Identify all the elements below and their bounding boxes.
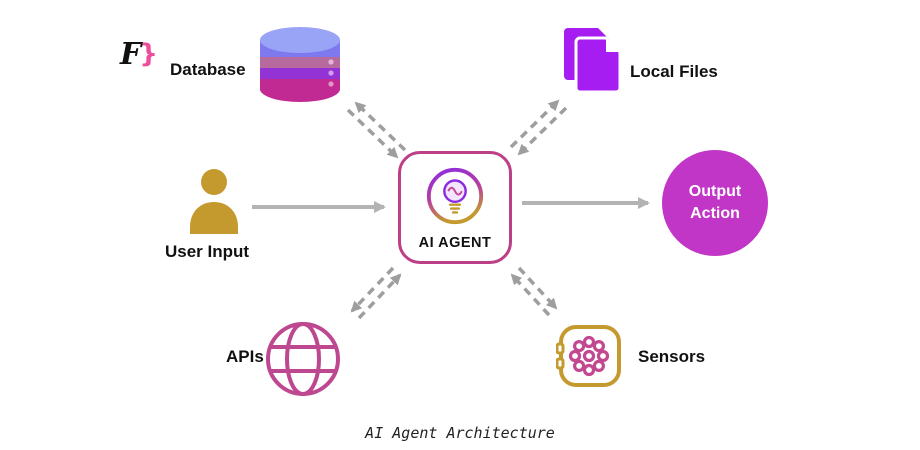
apis-label: APIs: [226, 347, 264, 366]
output-action-node: Output Action: [662, 150, 768, 256]
ai-agent-label: AI AGENT: [418, 234, 492, 251]
dashed-arrow-agent-to-database: [354, 101, 407, 152]
apis-globe-icon: [263, 319, 343, 404]
dashed-arrow-agent-to-apis: [350, 266, 395, 313]
diagram-caption: AI Agent Architecture: [365, 424, 555, 442]
database-logo-brace: }: [139, 39, 158, 69]
user-input-label: User Input: [165, 242, 250, 261]
sensors-label: Sensors: [638, 347, 706, 366]
dashed-arrow-files-to-agent: [517, 106, 568, 156]
database-logo: F }: [120, 40, 158, 70]
database-icon: [256, 26, 344, 109]
ai-agent-box: AI AGENT: [398, 151, 512, 264]
local-files-icon: [562, 24, 626, 99]
user-icon: [186, 168, 242, 241]
local-files-label: Local Files: [630, 62, 718, 81]
sensors-icon: [555, 323, 622, 394]
dashed-arrow-apis-to-agent: [357, 273, 402, 320]
database-label: Database: [170, 60, 246, 79]
dashed-arrow-agent-to-files: [509, 99, 560, 149]
dashed-arrow-sensors-to-agent: [510, 273, 551, 317]
database-logo-f: F: [120, 37, 142, 72]
output-action-line1: Output: [688, 183, 742, 201]
dashed-arrow-agent-to-sensors: [517, 266, 558, 310]
dashed-arrow-database-to-agent: [346, 108, 399, 159]
output-action-line2: Action: [690, 205, 740, 222]
ai-agent-bulb-icon: [424, 165, 486, 232]
